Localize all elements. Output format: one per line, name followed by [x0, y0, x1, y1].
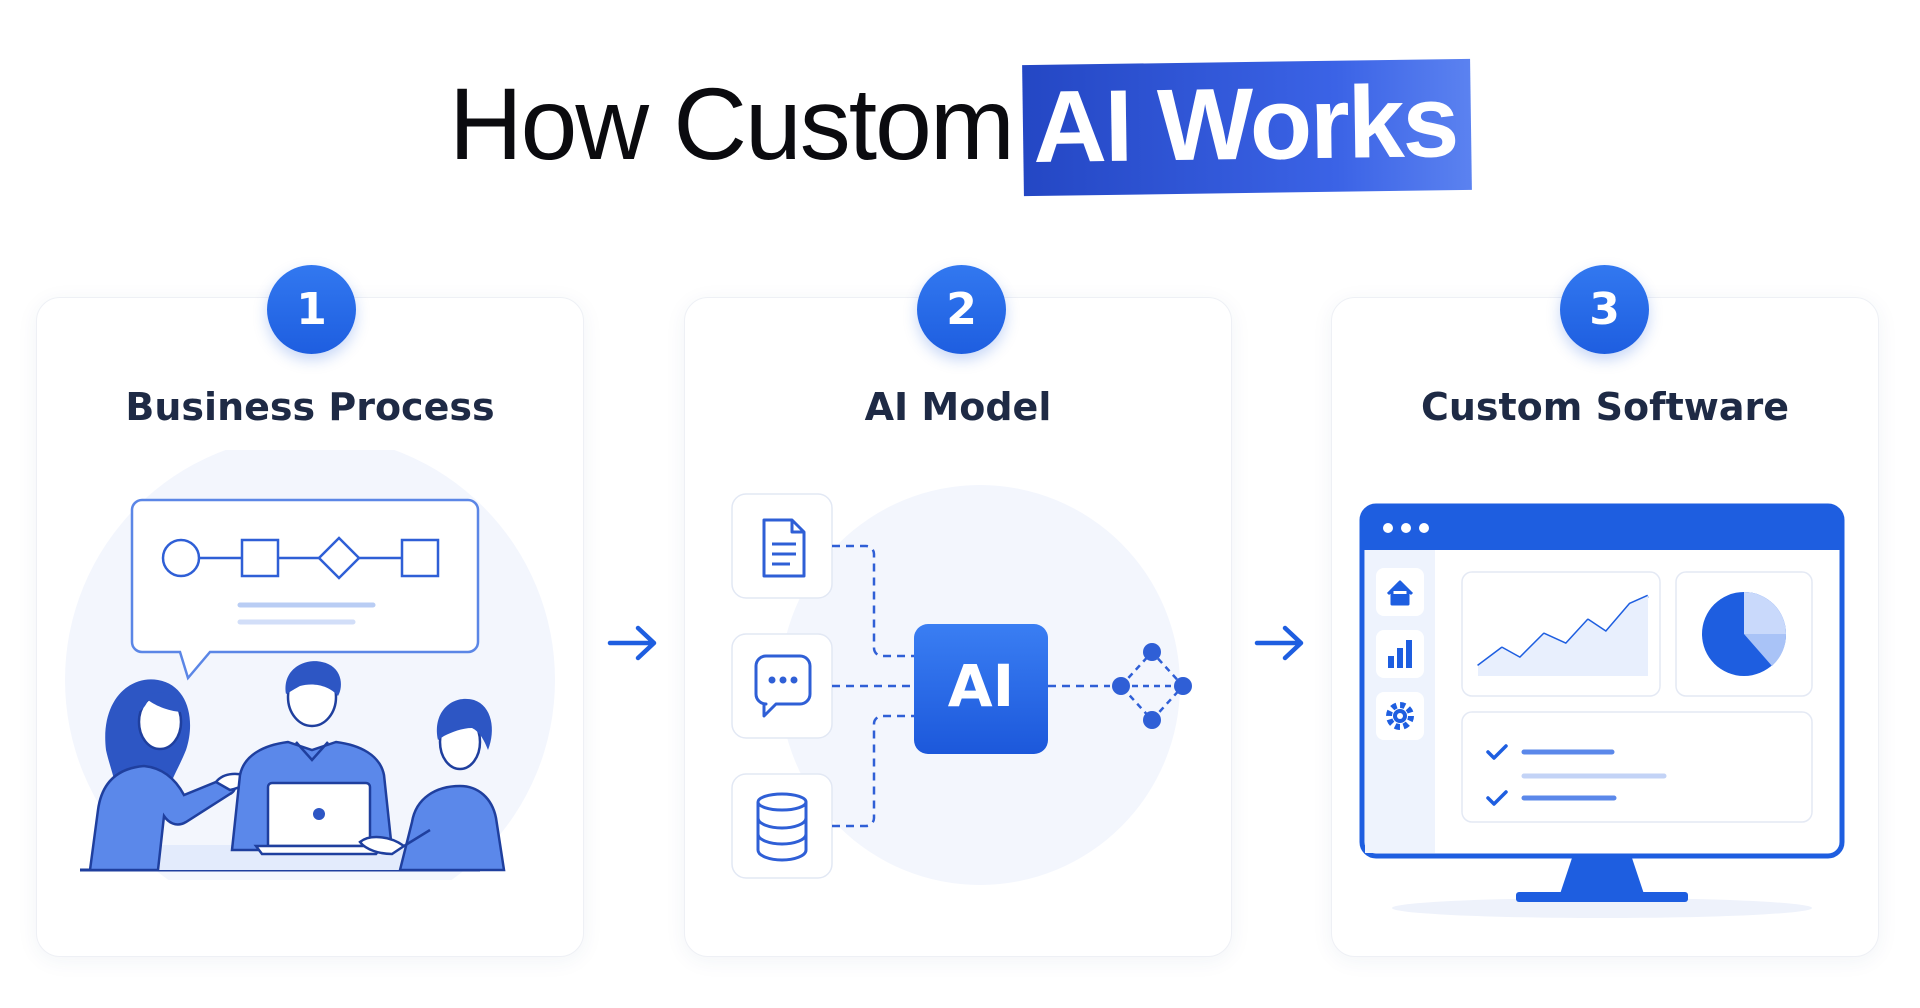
pie-chart [1675, 571, 1813, 697]
checkmark-icon [1486, 790, 1508, 806]
network-nodes-icon [1112, 643, 1192, 729]
task-list [1461, 711, 1813, 823]
page-title-plain: How Custom [448, 67, 1015, 181]
ai-chip-label: AI [948, 652, 1014, 720]
person-illustration [88, 679, 252, 872]
arrow-right-icon [607, 625, 657, 661]
step-title-custom-software: Custom Software [1420, 385, 1790, 429]
ai-model-illustration: AI [731, 485, 1192, 885]
gear-icon [1376, 692, 1424, 740]
step-title-ai-model: AI Model [864, 385, 1052, 429]
home-icon [1376, 568, 1424, 616]
person-illustration [358, 698, 506, 872]
flowchart-bubble-icon [130, 498, 480, 681]
monitor-dashboard [1359, 503, 1845, 902]
document-icon [731, 493, 833, 599]
step-number-badge-2: 2 [917, 265, 1006, 354]
ai-chip-icon: AI [914, 624, 1048, 754]
custom-software-illustration [1359, 503, 1845, 918]
chat-icon [731, 633, 833, 739]
step-title-business-process: Business Process [125, 385, 495, 429]
line-chart [1461, 571, 1661, 697]
arrow-right-icon [1254, 625, 1304, 661]
business-process-illustration [65, 450, 555, 880]
step-number-badge-3: 3 [1560, 265, 1649, 354]
step-number-badge-1: 1 [267, 265, 356, 354]
bar-chart-icon [1376, 630, 1424, 678]
database-icon [731, 773, 833, 879]
checkmark-icon [1486, 744, 1508, 760]
page-title-highlight: AI Works [1021, 58, 1472, 197]
